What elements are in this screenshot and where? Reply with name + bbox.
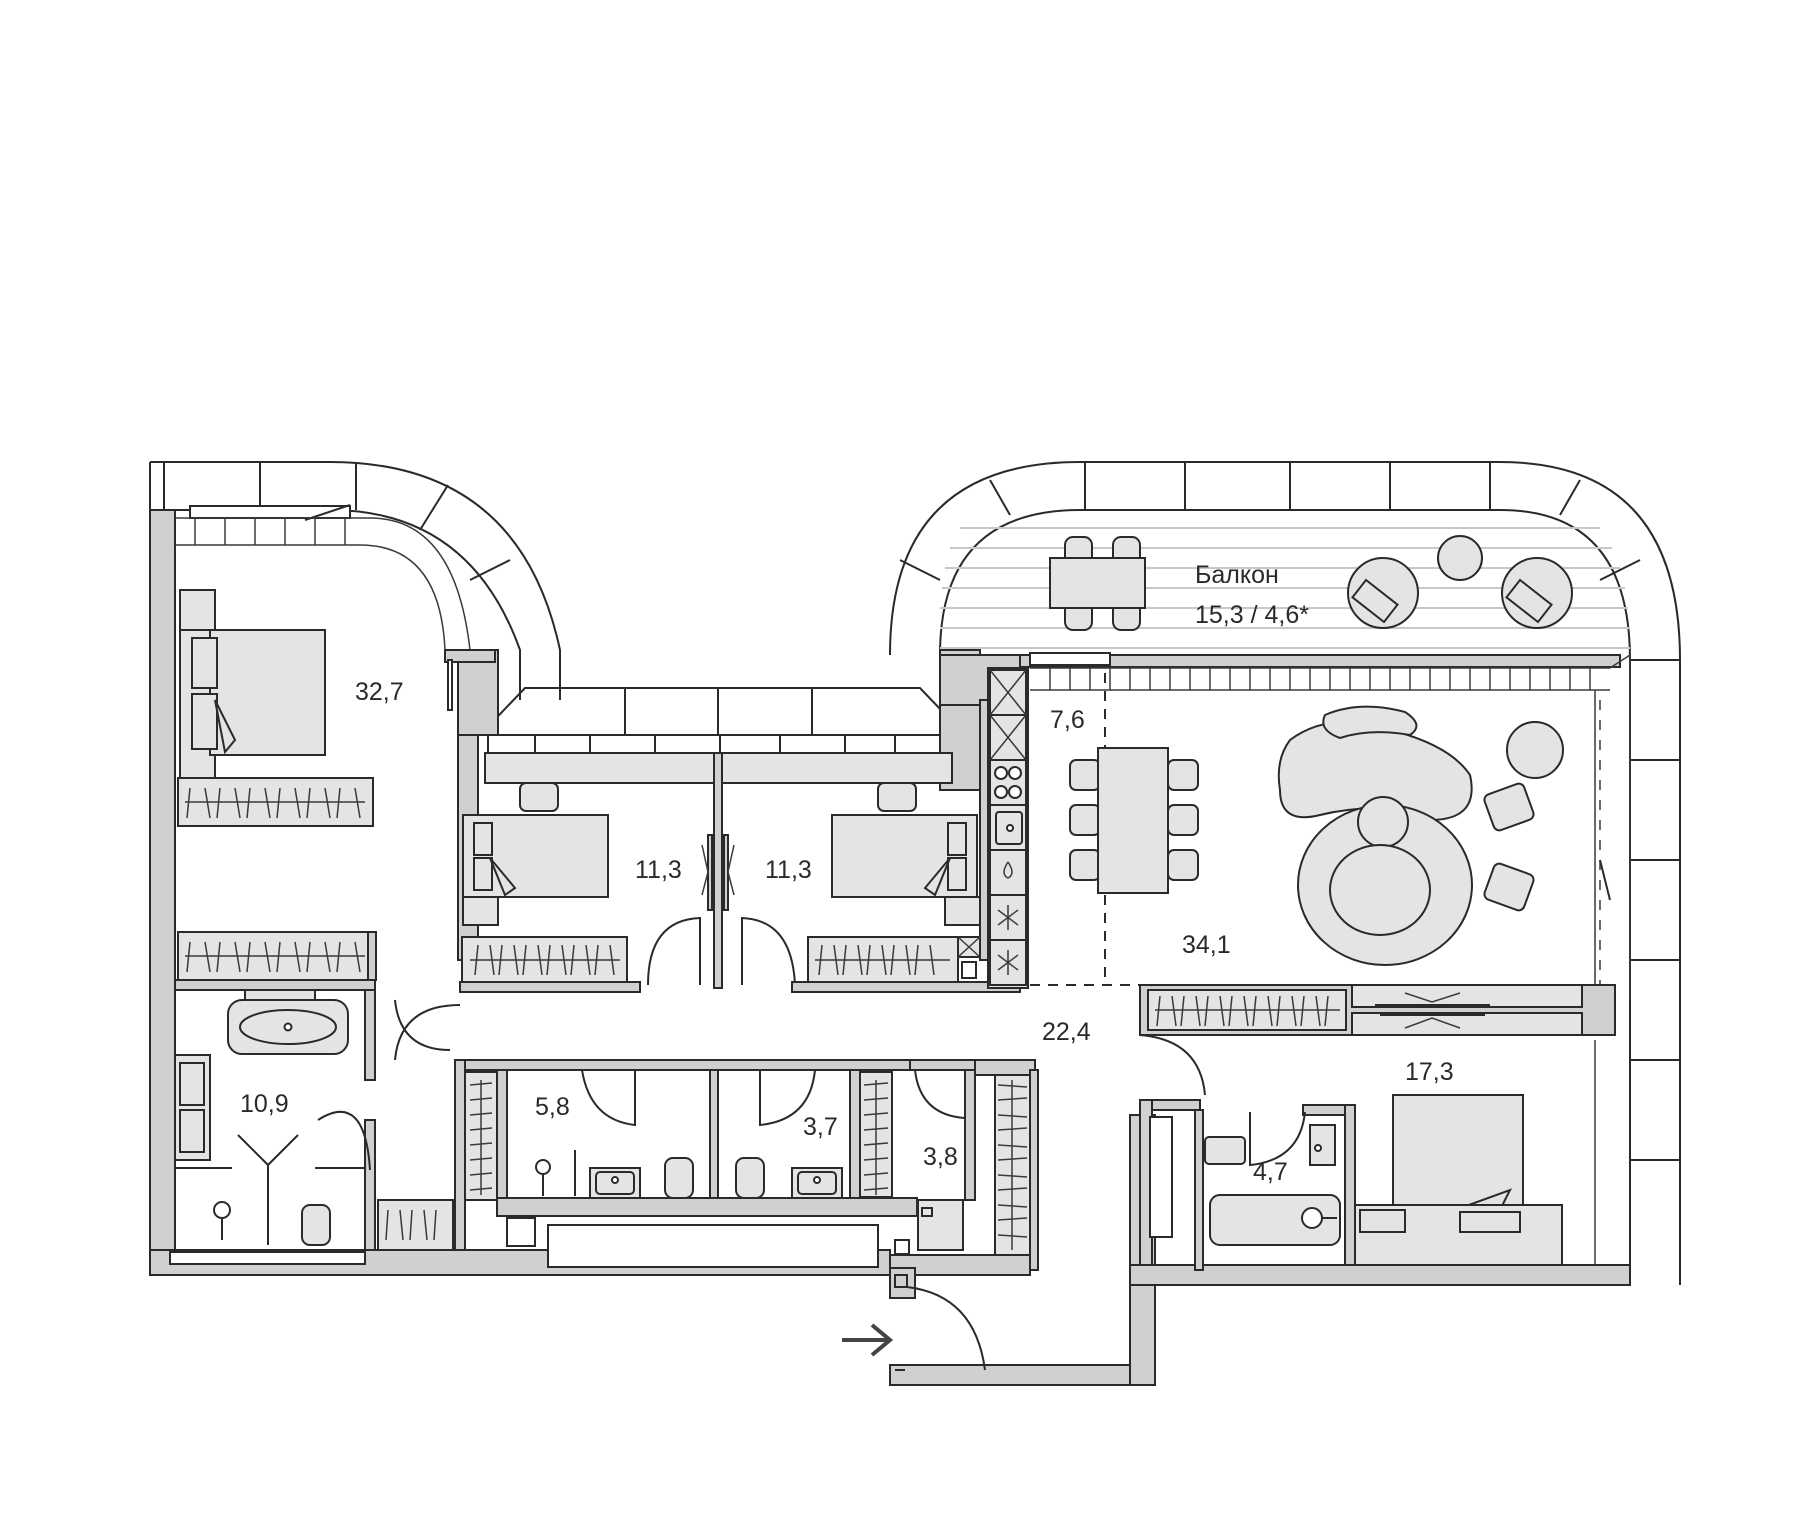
balcony-dining-set bbox=[1049, 536, 1146, 631]
bedroom-east-bed bbox=[1351, 1094, 1563, 1266]
master-shower bbox=[175, 1134, 365, 1245]
boiler-unit bbox=[917, 1199, 964, 1251]
east-bathroom-fixtures bbox=[1204, 1124, 1341, 1246]
master-bath-storage bbox=[377, 1199, 454, 1251]
right-facade-frame bbox=[889, 461, 1681, 1285]
master-bedroom-wardrobe-2 bbox=[177, 931, 377, 981]
east-hall-cabinet bbox=[1149, 1116, 1173, 1238]
bathroom-east-area: 4,7 bbox=[1253, 1158, 1288, 1186]
kitchen-counter bbox=[987, 667, 1029, 989]
hall-column-tiny bbox=[894, 1239, 910, 1255]
bedroom-left-area: 11,3 bbox=[635, 856, 682, 884]
living-room-window bbox=[1019, 652, 1631, 1265]
bathroom-1-area: 5,8 bbox=[535, 1093, 570, 1121]
master-bedroom-window bbox=[175, 504, 496, 711]
master-bed bbox=[179, 589, 326, 796]
bathroom-2-door[interactable] bbox=[759, 1069, 816, 1127]
hall-bench bbox=[547, 1224, 879, 1268]
living-wardrobe bbox=[1139, 984, 1616, 1036]
bedroom-right-wardrobe bbox=[807, 936, 981, 983]
hall-column-small bbox=[506, 1217, 536, 1247]
kitchen-area: 7,6 bbox=[1050, 706, 1085, 734]
bathroom-2-fixtures bbox=[735, 1157, 843, 1199]
hall-door-left[interactable] bbox=[394, 1004, 461, 1061]
balcony-lounge-chair-2 bbox=[1501, 557, 1573, 629]
middle-facade-frame bbox=[479, 687, 966, 754]
round-rug-coffee-table bbox=[1297, 796, 1473, 966]
storage-door[interactable] bbox=[914, 1069, 966, 1120]
entrance-arrow-icon bbox=[842, 1323, 894, 1357]
master-toilet bbox=[301, 1204, 331, 1246]
kitchen-zone-boundary bbox=[1030, 673, 1140, 986]
bedroom-left-door[interactable] bbox=[647, 916, 701, 986]
balcony-lounge-chair-1 bbox=[1347, 557, 1419, 629]
partition-sliding-door bbox=[701, 834, 735, 911]
bedroom-right-furniture bbox=[831, 782, 981, 926]
master-bedroom-wardrobe-1 bbox=[177, 777, 374, 827]
living-side-table bbox=[1506, 721, 1564, 779]
master-bedroom-area: 32,7 bbox=[355, 678, 404, 706]
bedroom-right-door[interactable] bbox=[741, 916, 796, 986]
dining-table-set bbox=[1069, 747, 1199, 894]
bathroom-1-door[interactable] bbox=[581, 1069, 636, 1127]
bathroom-row-walls bbox=[454, 1059, 1036, 1251]
bedroom-left-furniture bbox=[462, 782, 609, 926]
bedrooms-top-ledge bbox=[484, 752, 953, 989]
armchair-2 bbox=[1483, 862, 1535, 912]
hall-storage-left bbox=[464, 1071, 498, 1201]
hallway-area: 22,4 bbox=[1042, 1018, 1091, 1046]
bedroom-right-area: 11,3 bbox=[765, 856, 812, 884]
bedroom-east-area: 17,3 bbox=[1405, 1058, 1454, 1086]
master-bathroom-area: 10,9 bbox=[240, 1090, 289, 1118]
bathroom-east-door[interactable] bbox=[1249, 1111, 1306, 1167]
bedroom-left-wardrobe bbox=[461, 936, 628, 983]
bathroom-1-fixtures bbox=[535, 1150, 694, 1199]
master-bedroom-door[interactable] bbox=[394, 999, 451, 1051]
armchair-1 bbox=[1483, 782, 1535, 832]
master-bathroom-door[interactable] bbox=[317, 1110, 371, 1171]
hall-door-east[interactable] bbox=[1139, 1034, 1206, 1096]
storage-area: 3,8 bbox=[923, 1143, 958, 1171]
master-double-sink bbox=[174, 1054, 211, 1161]
master-bathtub bbox=[227, 989, 349, 1055]
entrance-door[interactable] bbox=[894, 1274, 986, 1371]
master-bathroom-walls bbox=[174, 979, 376, 1251]
curved-sofa bbox=[1277, 705, 1473, 822]
living-room-area: 34,1 bbox=[1182, 931, 1231, 959]
hall-storage-right bbox=[974, 1059, 1039, 1271]
balcony-area: 15,3 / 4,6* bbox=[1195, 601, 1309, 629]
balcony-side-table bbox=[1437, 535, 1483, 581]
hall-storage-mid bbox=[859, 1071, 893, 1198]
balcony-label: Балкон bbox=[1195, 561, 1279, 589]
bathroom-2-area: 3,7 bbox=[803, 1113, 838, 1141]
